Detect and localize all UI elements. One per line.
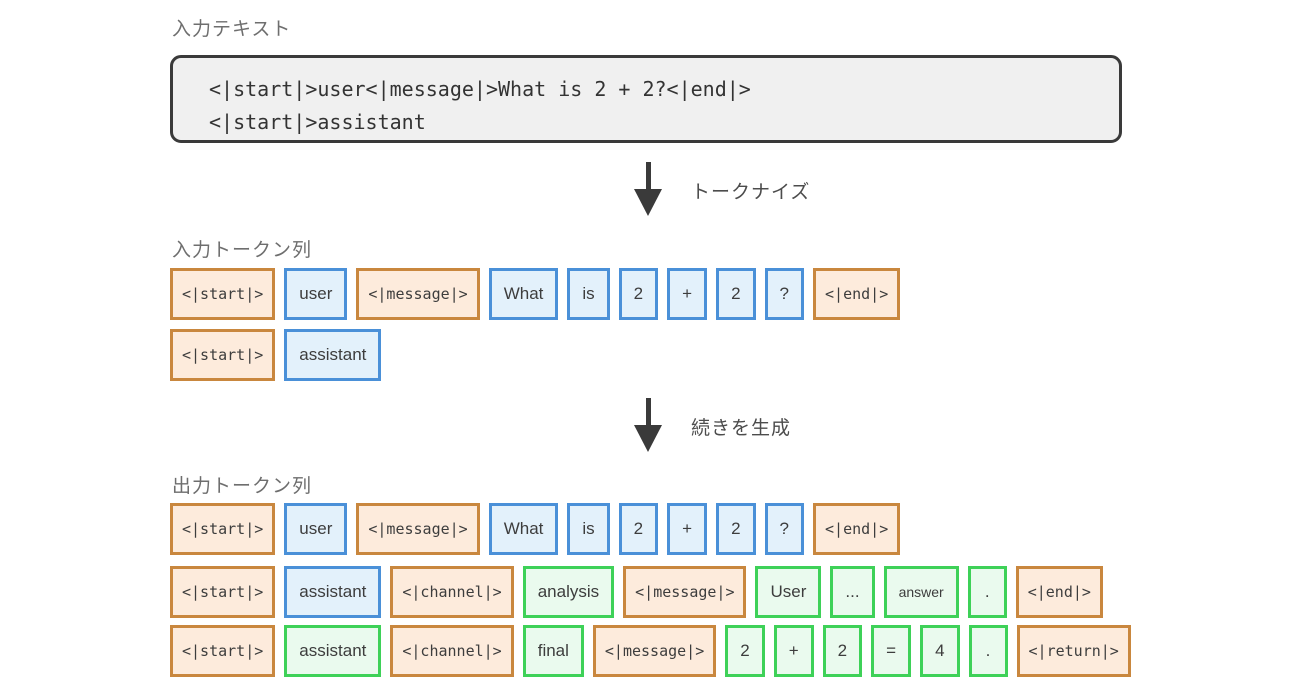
generated-token: analysis <box>522 566 615 618</box>
input-token: 2 <box>716 268 756 320</box>
generated-token: ... <box>830 566 875 618</box>
code-line-1: <|start|>user<|message|>What is 2 + 2?<|… <box>209 77 751 101</box>
arrow-head <box>634 425 662 452</box>
input-token: is <box>567 503 610 555</box>
tokenize-label: トークナイズ <box>691 182 811 203</box>
generated-token: 2 <box>822 625 863 677</box>
special-token: <|end|> <box>813 503 901 555</box>
input-tokens-label: 入力トークン列 <box>172 240 313 261</box>
input-token: 2 <box>716 503 756 555</box>
arrow-head <box>634 189 662 216</box>
generated-token: assistant <box>284 625 382 677</box>
arrow-stem <box>645 162 651 189</box>
generated-token: . <box>967 566 1007 618</box>
generated-token: 4 <box>920 625 960 677</box>
special-token: <|end|> <box>1015 566 1103 618</box>
special-token: <|return|> <box>1016 625 1131 677</box>
special-token: <|message|> <box>592 625 717 677</box>
special-token: <|channel|> <box>390 625 514 677</box>
special-token: <|start|> <box>170 268 276 320</box>
special-token: <|start|> <box>170 566 276 618</box>
down-arrow-icon <box>634 162 662 216</box>
output-tokens-label: 出力トークン列 <box>172 476 313 497</box>
input-token: + <box>667 268 708 320</box>
special-token: <|start|> <box>170 503 276 555</box>
output-token-row-3: <|start|>assistant<|channel|>final<|mess… <box>170 625 1131 677</box>
generate-label: 続きを生成 <box>691 418 792 439</box>
input-token: user <box>284 503 348 555</box>
generated-token: . <box>968 625 1008 677</box>
input-token: 2 <box>618 268 659 320</box>
special-token: <|end|> <box>813 268 901 320</box>
generated-token: + <box>773 625 814 677</box>
generated-token: User <box>755 566 822 618</box>
arrow-stem <box>645 398 651 425</box>
input-token: What <box>488 503 559 555</box>
input-text-code-box: <|start|>user<|message|>What is 2 + 2?<|… <box>170 55 1122 143</box>
special-token: <|start|> <box>170 329 276 381</box>
special-token: <|message|> <box>356 268 480 320</box>
special-token: <|start|> <box>170 625 276 677</box>
generated-token: final <box>522 625 584 677</box>
special-token: <|message|> <box>623 566 747 618</box>
input-token: + <box>667 503 708 555</box>
input-token: assistant <box>284 329 382 381</box>
input-token: 2 <box>618 503 659 555</box>
special-token: <|message|> <box>356 503 480 555</box>
code-line-2: <|start|>assistant <box>209 110 426 134</box>
input-text-label: 入力テキスト <box>172 19 292 40</box>
input-token: ? <box>764 503 805 555</box>
input-token: assistant <box>284 566 382 618</box>
special-token: <|channel|> <box>390 566 514 618</box>
input-token: is <box>567 268 610 320</box>
input-token-row-2: <|start|>assistant <box>170 329 382 381</box>
input-token: What <box>488 268 559 320</box>
down-arrow-icon <box>634 398 662 452</box>
output-token-row-2: <|start|>assistant<|channel|>analysis<|m… <box>170 566 1103 618</box>
input-token: ? <box>764 268 805 320</box>
generated-token: 2 <box>725 625 765 677</box>
generated-token: = <box>871 625 912 677</box>
input-token: user <box>284 268 348 320</box>
generated-token: answer <box>883 566 959 618</box>
